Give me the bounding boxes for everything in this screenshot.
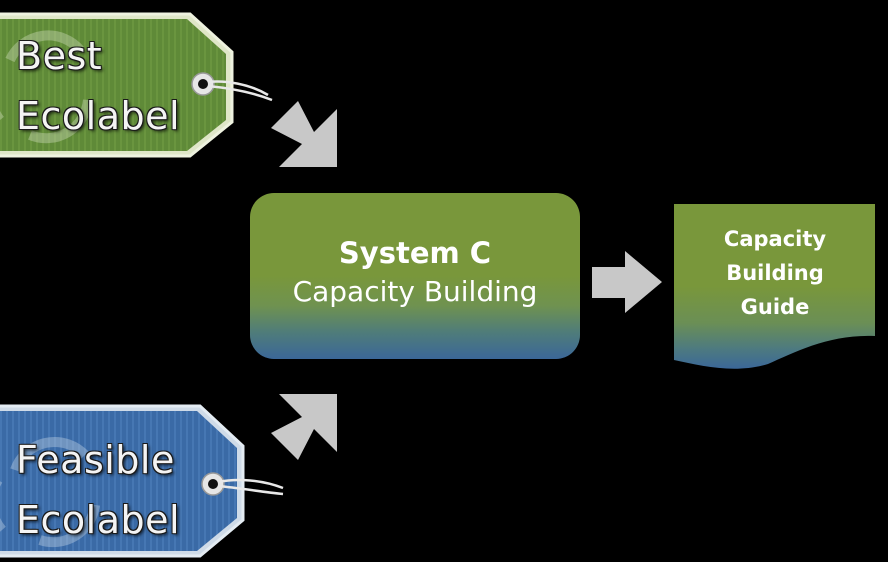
tag-eyelet (191, 72, 215, 96)
system-c-box: System C Capacity Building (250, 193, 580, 359)
arrow-icon (271, 394, 337, 460)
capacity-building-guide-shape (674, 204, 875, 369)
tag-string (207, 80, 273, 102)
best-ecolabel-line2: Ecolabel (16, 94, 181, 138)
arrow-icon (592, 251, 662, 313)
tag-string (217, 478, 284, 496)
capacity-building-guide-label: Capacity Building Guide (676, 222, 874, 324)
system-c-subtitle: Capacity Building (292, 275, 538, 308)
feasible-ecolabel-line2: Ecolabel (16, 498, 181, 542)
feasible-ecolabel-line1: Feasible (16, 438, 175, 482)
recycle-icon (0, 437, 100, 548)
best-ecolabel-line1: Best (16, 34, 103, 78)
tag-eyelet (201, 472, 225, 496)
guide-line2: Building (726, 261, 824, 285)
recycle-icon (0, 30, 93, 144)
guide-line1: Capacity (723, 227, 827, 251)
feasible-ecolabel-tag (0, 404, 284, 558)
arrow-icon (271, 101, 337, 167)
system-c-title: System C (338, 236, 492, 270)
best-ecolabel-label: Best Ecolabel (16, 26, 180, 146)
guide-line3: Guide (740, 295, 810, 319)
best-ecolabel-tag (0, 12, 273, 158)
feasible-ecolabel-label: Feasible Ecolabel (16, 430, 180, 550)
